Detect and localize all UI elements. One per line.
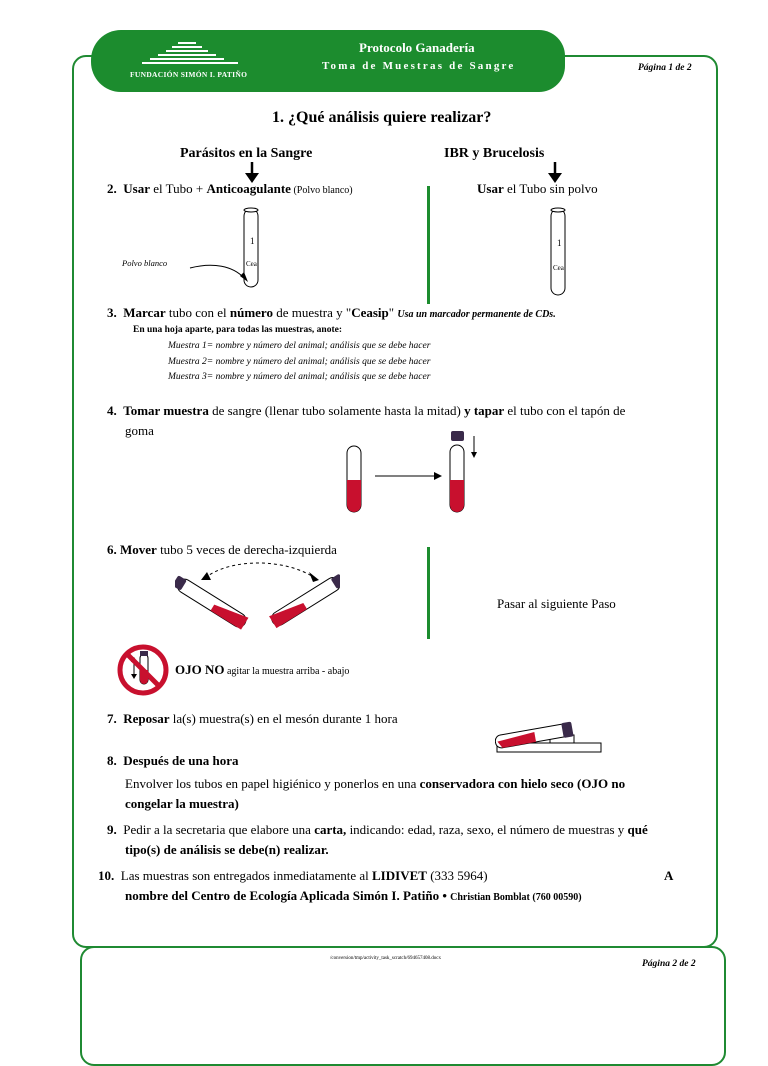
page-number-1: Página 1 de 2 (638, 63, 692, 73)
tube-label-left: Cea (246, 260, 257, 268)
question-title: 1. ¿Qué análisis quiere realizar? (272, 109, 492, 126)
header-title: Protocolo Ganadería (359, 40, 475, 55)
step-3-text: 3. Marcar tubo con el número de muestra … (107, 305, 556, 320)
step-10-text: 10. Las muestras son entregados inmediat… (98, 868, 488, 883)
step-9-text-cont: tipo(s) de análisis se debe(n) realizar. (125, 842, 329, 857)
no-shaking-icon (117, 644, 169, 696)
tube-empty-icon (550, 207, 566, 296)
sample-line-3: Muestra 3= nombre y número del animal; a… (168, 372, 431, 382)
tube-number-right: 1 (557, 238, 562, 248)
tube-number-left: 1 (250, 236, 255, 246)
header-band (91, 30, 565, 92)
pointer-arrow-icon (189, 264, 248, 282)
step-8-title: 8. Después de una hora (107, 753, 239, 768)
sample-line-1: Muestra 1= nombre y número del animal; a… (168, 341, 431, 351)
page-frame-2 (80, 946, 726, 1066)
step-3-note: En una hoja aparte, para todas las muest… (133, 325, 343, 335)
powder-label: Polvo blanco (122, 258, 168, 268)
column-right-title: IBR y Brucelosis (444, 146, 545, 161)
page-number-2: Página 2 de 2 (642, 959, 696, 969)
step-2-right-text: Usar el Tubo sin polvo (477, 181, 598, 196)
footer-path: /conversion/tmp/activity_task_scratch/69… (330, 956, 441, 961)
step-2-text: 2. Usar el Tubo + Anticoagulante (Polvo … (107, 181, 353, 196)
step-6-right-text: Pasar al siguiente Paso (497, 596, 616, 611)
step-10-a: A (664, 868, 674, 883)
capping-illustration-icon (346, 431, 477, 513)
foundation-name: FUNDACIÓN SIMÓN I. PATIÑO (130, 70, 248, 79)
tube-label-right: Cea (553, 264, 564, 272)
ojo-warning: OJO NO agitar la muestra arriba - abajo (175, 662, 350, 677)
arrow-down-icon (245, 162, 259, 183)
step-9-text: 9. Pedir a la secretaria que elabore una… (107, 822, 648, 837)
step-8-text-cont: congelar la muestra) (125, 796, 239, 811)
resting-tube-icon (495, 721, 602, 753)
header-subtitle: Toma de Muestras de Sangre (322, 60, 516, 72)
step-10-text-cont: nombre del Centro de Ecología Aplicada S… (125, 888, 582, 903)
divider-top (427, 186, 430, 304)
rocking-tubes-icon (175, 562, 340, 630)
step-4-text: 4. Tomar muestra de sangre (llenar tubo … (107, 403, 626, 418)
divider-middle (427, 547, 430, 639)
tube-with-powder-icon (243, 207, 259, 288)
arrow-down-icon-right (548, 162, 562, 183)
step-8-text: Envolver los tubos en papel higiénico y … (125, 776, 626, 791)
step-6-text: 6. Mover tubo 5 veces de derecha-izquier… (107, 542, 337, 557)
foundation-logo-icon (142, 42, 238, 64)
step-4-text-cont: goma (125, 423, 154, 438)
step-7-text: 7. Reposar la(s) muestra(s) en el mesón … (107, 711, 398, 726)
sample-line-2: Muestra 2= nombre y número del animal; a… (168, 357, 431, 367)
column-left-title: Parásitos en la Sangre (180, 146, 313, 161)
